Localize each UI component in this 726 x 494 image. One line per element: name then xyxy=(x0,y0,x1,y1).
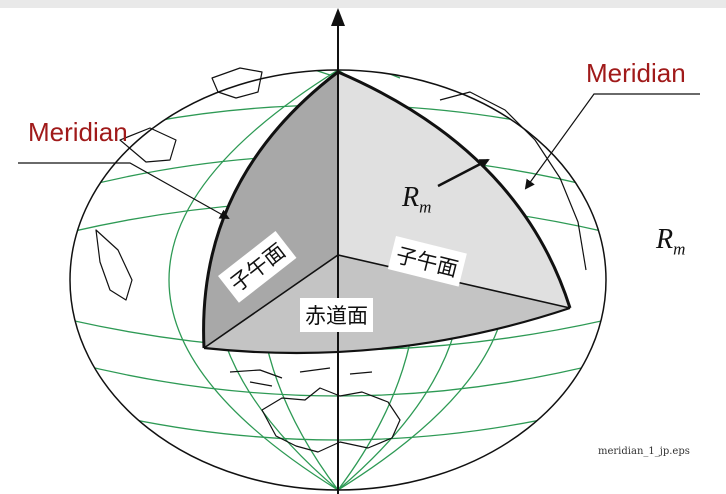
meridian-right-label: Meridian xyxy=(586,58,686,88)
axis-arrow-icon xyxy=(331,8,345,26)
radius-label-outer: Rm xyxy=(656,224,685,260)
radius-subscript: m xyxy=(673,239,686,259)
right-meridian-arc xyxy=(337,70,572,309)
left-meridian-arc xyxy=(202,70,339,349)
top-bar xyxy=(0,0,726,8)
asia-coast-outline xyxy=(439,91,587,271)
india-outline xyxy=(95,229,133,301)
meridian-left-leader xyxy=(18,162,230,219)
longitude-line xyxy=(168,70,339,490)
greenland-outline xyxy=(211,67,263,99)
equatorial-plane-face xyxy=(204,255,570,353)
equatorial-plane-label: 赤道面 xyxy=(300,298,373,332)
radius-subscript: m xyxy=(419,197,432,217)
filename-label: meridian_1_jp.eps xyxy=(598,446,690,457)
indonesia-islands-outline xyxy=(229,367,373,387)
australia-outline xyxy=(261,387,401,453)
meridian-left-label: Meridian xyxy=(28,117,128,147)
radius-symbol: R xyxy=(402,182,420,213)
face-edges xyxy=(202,70,572,355)
radius-label-inner: Rm xyxy=(402,182,431,218)
equator-arc xyxy=(203,306,571,355)
meridian-right-leader xyxy=(524,93,700,190)
alaska-outline xyxy=(119,127,177,163)
radius-symbol: R xyxy=(656,224,674,255)
radius-arrow-icon xyxy=(437,158,490,188)
